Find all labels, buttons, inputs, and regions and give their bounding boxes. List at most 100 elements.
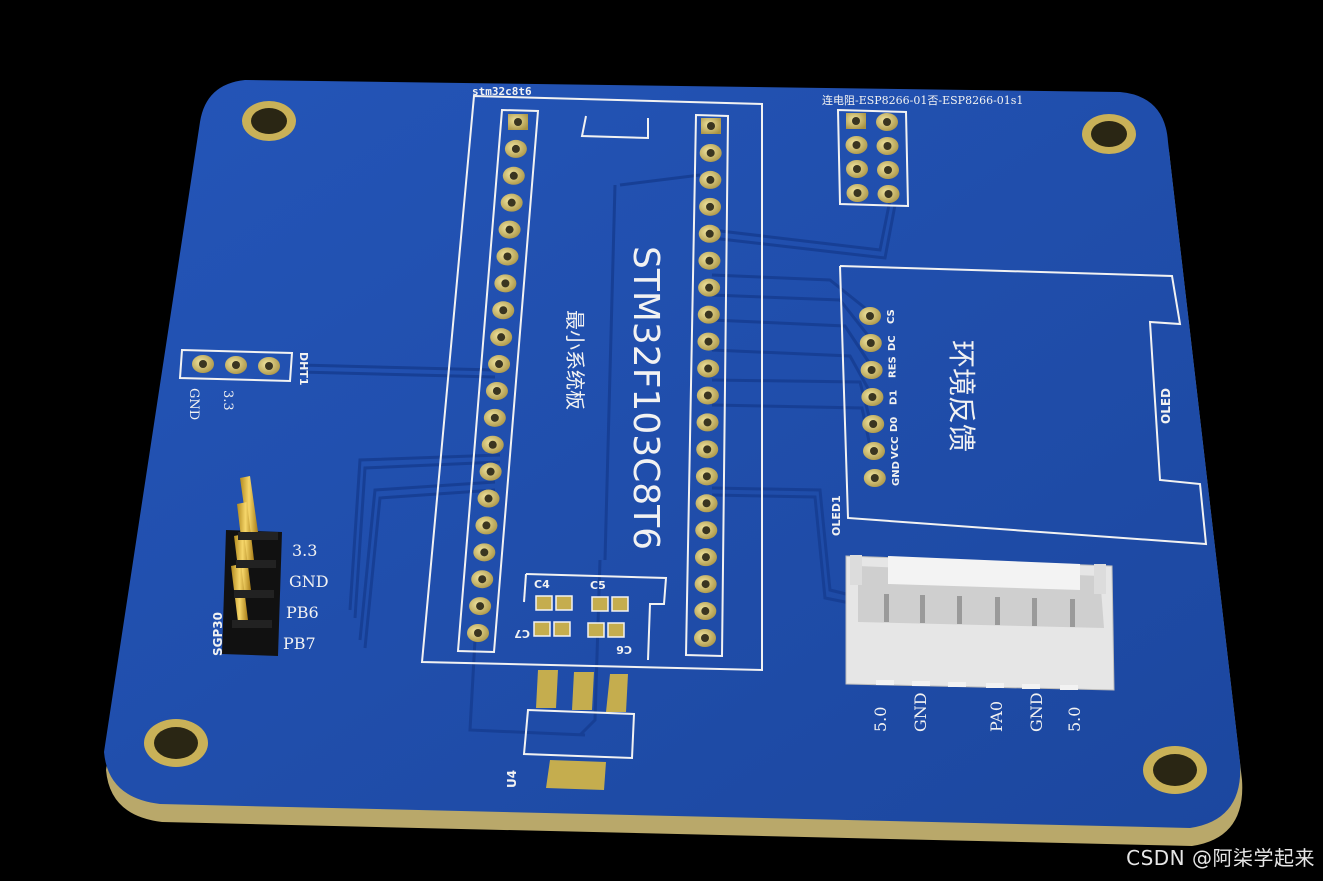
power-section: C4 C5 C7 C6 U4 [505, 573, 668, 790]
stm32-right-pad [694, 602, 717, 621]
stm32-right-pad [694, 575, 717, 594]
mcu-name-label: STM32F103C8T6 [625, 246, 666, 550]
oled-pin-label: RES [888, 356, 899, 378]
stm32-left-pad [498, 220, 521, 239]
u4-ref-label: U4 [505, 770, 519, 788]
sgp30-header: SGP30 [211, 476, 282, 656]
oled-pin-label: D0 [889, 417, 900, 432]
stm32-right-pad [694, 548, 717, 567]
oled-pad [859, 334, 882, 352]
stm32-right-pad [697, 359, 720, 378]
cap-c6-label: C6 [616, 643, 632, 656]
stm32-right-pad [698, 251, 721, 270]
esp-pad [846, 184, 869, 202]
esp8266-header: 连电阻-ESP8266-01否-ESP8266-01s1 [822, 94, 1023, 208]
stm32-left-pad [477, 489, 500, 508]
esp-pad [876, 113, 898, 131]
dht-33-label: 3.3 [220, 390, 235, 411]
jst-connector [845, 555, 1115, 691]
oled-pin-label: DC [887, 335, 898, 351]
cap-c7-label: C7 [514, 627, 530, 640]
cap-c5-label: C5 [590, 579, 606, 592]
stm32-right-pad [697, 332, 720, 351]
stm32-right-pad [694, 629, 716, 647]
oled-pad [862, 415, 885, 433]
mcu-header-label: stm32c8t6 [472, 85, 532, 98]
stm32-right-pad [696, 386, 719, 405]
stm32-right-pad [696, 413, 719, 432]
stm32-left-pad [471, 570, 494, 589]
stm32-left-pad [490, 328, 513, 347]
stm32-left-pad [504, 139, 527, 158]
sgp-ref-label: SGP30 [211, 612, 225, 656]
stm32-right-pad [699, 197, 722, 216]
stm32-module: stm32c8t6 STM32F103C8T6 最小系统板 [420, 85, 763, 672]
oled-pad [860, 361, 883, 379]
dht-sensor: DHT1 GND 3.3 [178, 348, 310, 420]
cap-c4-label: C4 [534, 578, 550, 591]
stm32-left-pad [496, 247, 519, 266]
stm32-left-pad [475, 516, 498, 535]
stm32-left-pad [485, 381, 508, 400]
stm32-left-pad [494, 274, 517, 293]
connector-pin-label: 5.0 [1065, 707, 1084, 732]
connector-pin-label: 5.0 [871, 707, 890, 732]
oled-tag-label: OLED [1159, 388, 1173, 424]
mcu-sub-label: 最小系统板 [563, 310, 587, 410]
stm32-right-pin-column [694, 118, 722, 647]
stm32-left-pad [502, 166, 525, 185]
stm32-right-pad [696, 440, 719, 459]
sgp-pin-label: PB6 [286, 603, 319, 622]
stm32-right-pad [699, 170, 722, 189]
oled-pad [861, 388, 884, 406]
stm32-left-pad [492, 301, 515, 320]
oled-ref-label: OLED1 [830, 495, 843, 536]
dht-ref-label: DHT1 [297, 352, 310, 386]
stm32-right-pad [695, 467, 718, 486]
stm32-left-pad [488, 355, 511, 374]
connector-pin-label: GND [911, 692, 930, 732]
esp-header-label: 连电阻-ESP8266-01否-ESP8266-01s1 [822, 94, 1023, 107]
stm32-right-pad [698, 224, 721, 243]
stm32-right-pad [701, 118, 721, 134]
oled-pin-label: CS [886, 309, 897, 324]
oled-pad [859, 307, 881, 325]
stm32-left-pin-column [467, 114, 528, 642]
stm32-left-pad [508, 114, 528, 130]
stm32-left-pad [481, 435, 504, 454]
stm32-left-pad [483, 408, 506, 427]
connector-pin-labels: 5.0 GND PA0 GND 5.0 [871, 692, 1084, 732]
esp-pad [845, 136, 868, 154]
stm32-right-pad [695, 494, 718, 513]
sgp-pin-label: GND [289, 572, 329, 591]
stm32-right-pad [698, 278, 721, 297]
oled-pin-label: VCC [890, 437, 901, 459]
stm32-left-pad [469, 597, 492, 616]
stm32-right-pad [695, 521, 718, 540]
mounting-holes [144, 101, 1207, 794]
dht-gnd-label: GND [186, 388, 201, 420]
watermark-text: CSDN @阿柒学起来 [1126, 846, 1315, 870]
stm32-right-pad [699, 143, 722, 162]
stm32-left-pad [500, 193, 523, 212]
esp8266-pins [845, 113, 900, 203]
oled-module: 环境反馈 OLED OLED1 [830, 265, 1208, 546]
oled-pad [863, 442, 885, 460]
esp-pad [877, 161, 899, 179]
oled-title-label: 环境反馈 [945, 340, 978, 452]
esp-pad [846, 160, 868, 178]
connector-pin-label: GND [1027, 692, 1046, 732]
connector-pin-label: PA0 [987, 701, 1006, 732]
esp-pad [877, 185, 900, 203]
sgp-pin-label: PB7 [283, 634, 316, 653]
sgp-pin-label: 3.3 [292, 541, 317, 560]
oled-pin-label: GND [891, 461, 902, 486]
stm32-left-pad [479, 462, 502, 481]
stm32-right-pad [697, 305, 720, 324]
stm32-left-pad [473, 543, 496, 562]
oled-pad [863, 469, 886, 487]
esp-pad [846, 113, 866, 129]
